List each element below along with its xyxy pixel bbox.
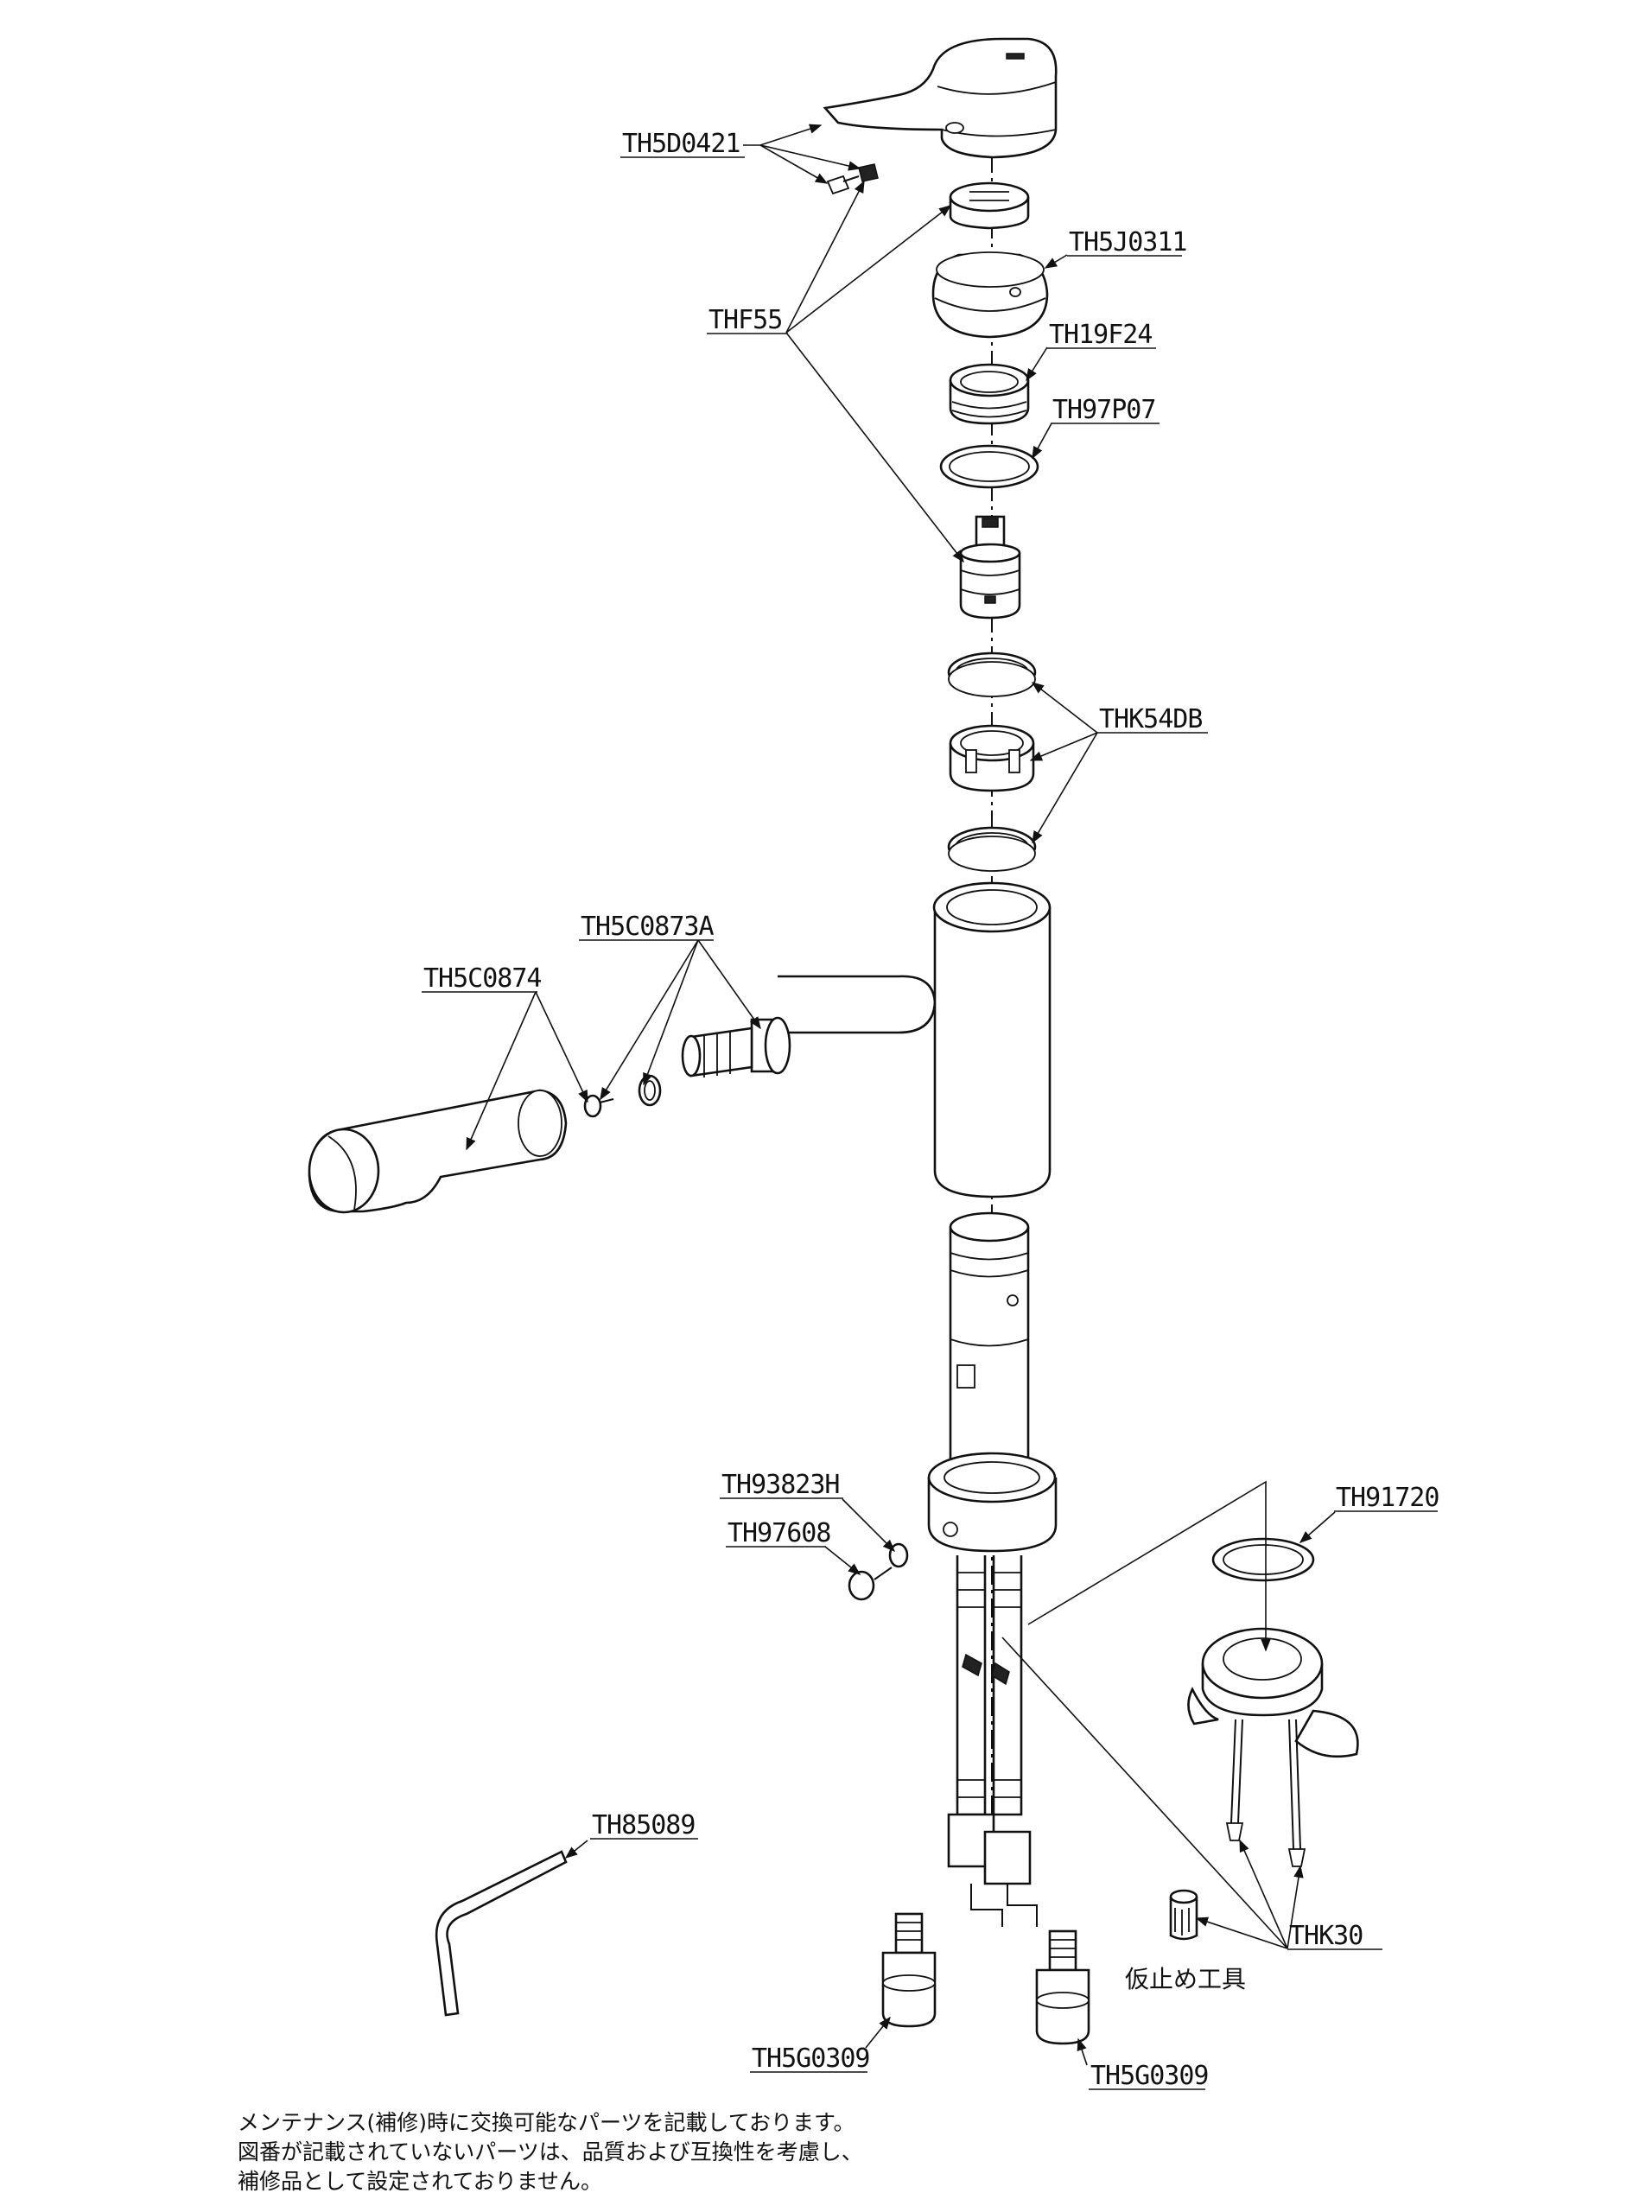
mounting-bracket	[1187, 1627, 1359, 1867]
part-labels: TH5D0421 TH5J0311 THF55 TH19F24 TH97P07 …	[422, 129, 1439, 2091]
ring-washer	[939, 444, 1039, 489]
label-th5c0874: TH5C0874	[423, 963, 542, 994]
label-th5g0309-left: TH5G0309	[752, 2044, 870, 2074]
guide-sleeve	[949, 724, 1035, 792]
dome-cover	[931, 251, 1049, 339]
leader-lines	[466, 124, 1336, 2066]
inlet-adapter-right	[1035, 1929, 1090, 2045]
spout-connector	[681, 1016, 791, 1077]
lower-shank	[949, 1211, 1030, 1471]
set-screw-cap	[848, 1542, 909, 1601]
lever-handle	[823, 37, 1058, 159]
label-th19f24: TH19F24	[1049, 320, 1152, 350]
label-th85089: TH85089	[592, 1810, 695, 1840]
note-line-3: 補修品として設定されておりません。	[238, 2169, 602, 2194]
note-line-2: 図番が記載されていないパーツは、品質および互換性を考慮し、	[238, 2139, 863, 2164]
label-th5c0873a: TH5C0873A	[581, 912, 714, 942]
temporary-tool	[1169, 1889, 1198, 1941]
note-line-1: メンテナンス(補修)時に交換可能なパーツを記載しております。	[238, 2110, 855, 2135]
label-th5j0311: TH5J0311	[1069, 227, 1187, 257]
label-th5g0309-right: TH5G0309	[1090, 2061, 1209, 2091]
gasket-ring	[1211, 1537, 1315, 1582]
supply-hoses	[947, 1555, 1038, 1927]
base-flange	[927, 1452, 1058, 1553]
spout-screw	[583, 1094, 614, 1118]
label-thk30: THK30	[1289, 1921, 1363, 1951]
hex-wrench	[435, 1850, 568, 2017]
cartridge	[959, 515, 1021, 620]
label-th97p07: TH97P07	[1052, 395, 1155, 425]
o-ring-small	[638, 1074, 662, 1107]
lever-screws	[826, 163, 879, 195]
faucet-body	[778, 881, 1052, 1198]
label-temporary-tool: 仮止め工具	[1125, 1965, 1246, 1993]
label-th93823h: TH93823H	[721, 1470, 840, 1500]
label-thf55: THF55	[708, 305, 782, 335]
label-th91720: TH91720	[1336, 1483, 1439, 1513]
nut	[949, 363, 1030, 425]
seal-ring-lower	[947, 826, 1037, 872]
label-th5d0421: TH5D0421	[622, 129, 740, 159]
label-thk54db: THK54DB	[1099, 704, 1202, 734]
footnote: メンテナンス(補修)時に交換可能なパーツを記載しております。 図番が記載されてい…	[238, 2110, 863, 2194]
seal-ring-upper	[947, 652, 1037, 697]
inlet-adapter-left	[881, 1912, 937, 2028]
cartridge-adapter	[949, 181, 1030, 230]
label-th97608: TH97608	[728, 1518, 830, 1548]
spout	[308, 1089, 568, 1214]
